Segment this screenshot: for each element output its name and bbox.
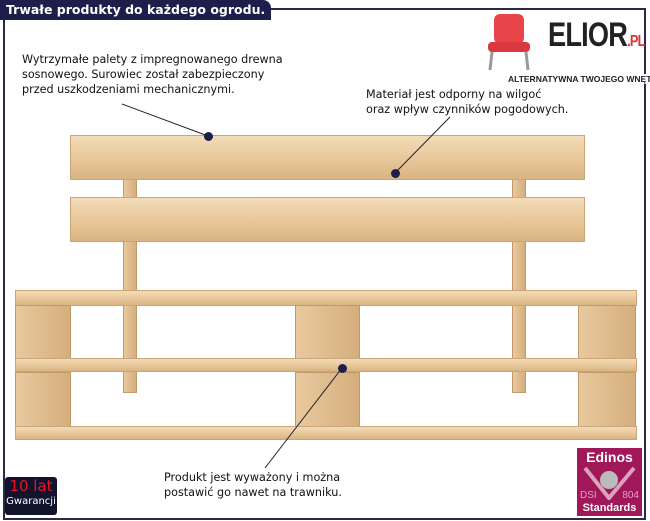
elior-logo[interactable]: ELIOR.PL ALTERNATYWNA TWOJEGO WNĘTRZA — [480, 12, 650, 84]
header-title: Trwałe produkty do każdego ogrodu. — [0, 0, 272, 20]
logo-suffix: .PL — [627, 33, 645, 50]
callout-dot — [338, 364, 347, 373]
callout-dot — [391, 169, 400, 178]
callout-dot — [204, 132, 213, 141]
note-durability: Wytrzymałe palety z impregnowanego drewn… — [22, 53, 283, 96]
logo-tagline: ALTERNATYWNA TWOJEGO WNĘTRZA — [506, 74, 650, 84]
edinos-badge: Edinos DSI 804 Standards — [577, 448, 642, 516]
frame — [3, 8, 646, 520]
chair-icon — [488, 14, 530, 71]
logo-name: ELIOR — [548, 16, 628, 54]
warranty-badge: 10 lat Gwarancji — [5, 477, 57, 515]
v-check-icon — [583, 466, 636, 500]
